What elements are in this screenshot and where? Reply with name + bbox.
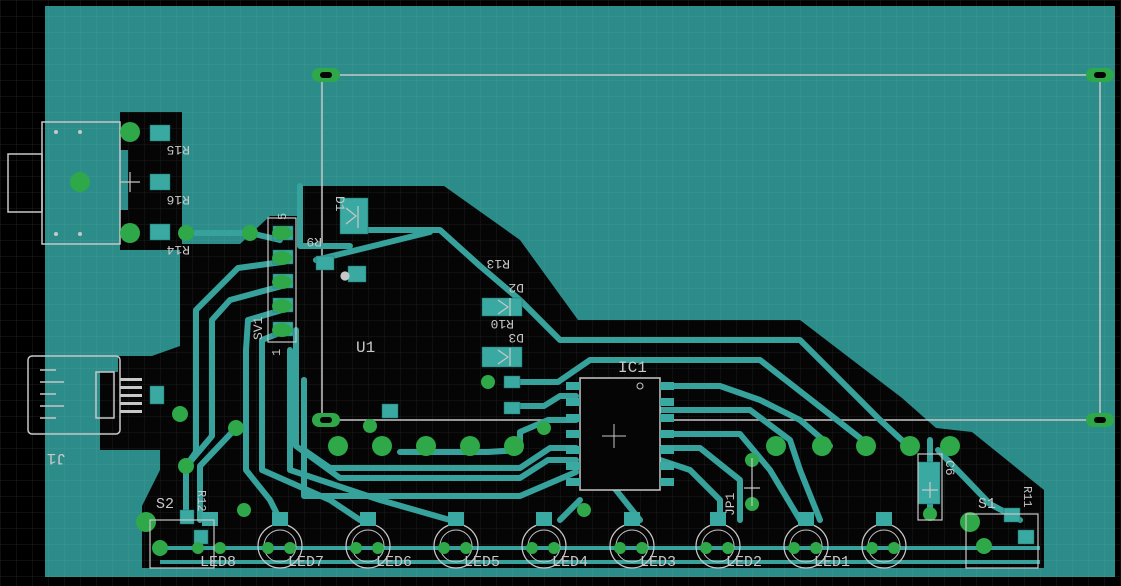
led-pad [710,512,726,526]
u1-mounting-pads [312,68,1114,427]
led-footprint: LED1 [783,512,850,571]
led-pin [192,542,204,554]
r12-label: R12 [194,490,208,512]
led4-label: LED4 [552,554,588,571]
led-footprint: LED5 [433,512,500,571]
d1-label: D1 [332,196,347,212]
led7-label: LED7 [288,554,324,571]
sv1-pin5-label: 5 [276,213,290,220]
j1-label: J1 [47,449,66,467]
sv1-label: SV1 [251,316,266,340]
led-pad [876,512,892,526]
led2-label: LED2 [726,554,762,571]
led-pin [614,542,626,554]
s1-label: S1 [978,496,996,513]
u1-label: U1 [356,339,375,357]
r10-label: R10 [491,316,514,331]
c6-label: C6 [942,460,957,476]
led-pad [272,512,288,526]
led3-label: LED3 [640,554,676,571]
d3-label: D3 [508,330,524,345]
ic1-chip [566,377,674,491]
led-pin [262,542,274,554]
led-pin [866,542,878,554]
sv1-pin1-label: 1 [270,349,284,356]
smd-pads [149,124,1035,545]
through-hole-pads [70,122,992,556]
traces [183,183,1023,523]
led-pad [624,512,640,526]
led-footprint: LED3 [609,512,676,571]
led-footprint: LED4 [521,512,588,571]
led1-label: LED1 [814,554,850,571]
led6-label: LED6 [376,554,412,571]
led-pin [888,542,900,554]
led-pin [526,542,538,554]
r16-label: R16 [167,192,190,207]
ic1-label: IC1 [618,359,647,377]
d2-label: D2 [508,280,524,295]
led-pin [722,542,734,554]
switch-outlines [149,453,1039,569]
led-pad [798,512,814,526]
led-pad [448,512,464,526]
led5-label: LED5 [464,554,500,571]
r11-label: R11 [1020,486,1034,508]
led-footprints: LED8 LED7 LED6 LED5 LED4 LED3 LED2 LED1 [192,512,907,571]
led-pin [460,542,472,554]
sv1-header [267,217,297,343]
led-footprint: LED6 [345,512,412,571]
r15-label: R15 [167,142,190,157]
led-pin [700,542,712,554]
led-pin [284,542,296,554]
led8-label: LED8 [200,554,236,571]
led-pad [536,512,552,526]
led-pin [548,542,560,554]
silk-details [120,172,938,506]
led-footprint: LED7 [257,512,324,571]
r14-label: R14 [166,242,190,257]
r9-label: R9 [306,234,322,249]
led-pin [438,542,450,554]
led-pin [372,542,384,554]
led-pin [636,542,648,554]
led-footprint: LED2 [695,512,762,571]
r13-label: R13 [487,256,510,271]
j1-pins [54,130,142,413]
led-footprint: LED8 [192,512,236,571]
led-pin [788,542,800,554]
s2-label: S2 [156,496,174,513]
led-pin [810,542,822,554]
led-pad [202,512,218,526]
jp1-label: JP1 [723,492,738,516]
led-footprint [861,512,907,569]
j1-usb-connector [7,121,121,435]
led-pin [350,542,362,554]
led-pad [360,512,376,526]
led-pin [214,542,226,554]
